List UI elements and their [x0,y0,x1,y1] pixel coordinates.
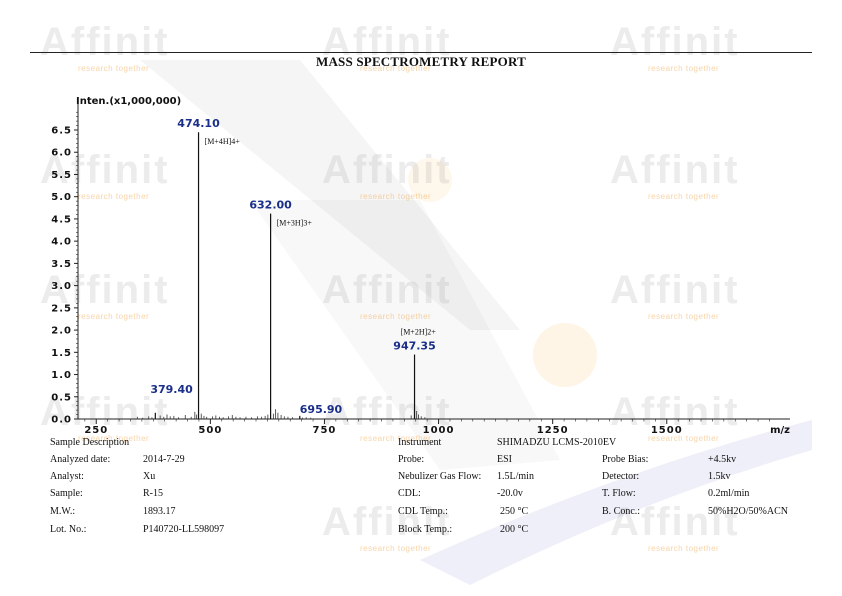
detector-value: 1.5kv [708,471,731,482]
lot-label: Lot. No.: [50,524,87,535]
x-tick-label: 1500 [651,425,683,436]
report-title: MASS SPECTROMETRY REPORT [316,54,526,69]
nebulizer-label: Nebulizer Gas Flow: [398,471,482,482]
x-axis-title: m/z [770,425,790,436]
probe-bias-value: +4.5kv [708,454,737,465]
y-tick-label: 1.0 [51,370,72,381]
probe-value: ESI [497,454,512,465]
mw-label: M.W.: [50,506,76,517]
x-tick-label: 1250 [537,425,569,436]
y-tick-label: 6.0 [51,148,72,159]
mw-value: 1893.17 [143,506,176,517]
peak-label: 695.90 [300,403,343,416]
header-rule [30,52,812,53]
t-flow-label: T. Flow: [602,488,636,499]
peak-label: 632.00 [249,199,292,212]
y-axis-title: Inten.(x1,000,000) [76,96,181,107]
y-tick-label: 2.5 [51,303,72,314]
y-tick-label: 5.5 [51,170,72,181]
x-tick-label: 500 [198,425,222,436]
detector-label: Detector: [602,471,640,482]
watermark-swoosh-gray [140,60,520,330]
block-temp-value: 200 °C [500,524,529,535]
y-tick-label: 0.0 [51,415,72,426]
y-tick-label: 5.0 [51,192,72,203]
y-tick-label: 2.0 [51,326,72,337]
x-tick-label: 1000 [423,425,455,436]
analyzed-date-value: 2014-7-29 [143,454,185,465]
y-tick-label: 4.0 [51,237,72,248]
cdl-temp-value: 250 °C [500,506,529,517]
y-tick-label: 1.5 [51,348,72,359]
instrument-value: SHIMADZU LCMS-2010EV [497,437,617,448]
y-tick-label: 3.0 [51,281,72,292]
probe-label: Probe: [398,454,425,465]
instrument-label: Instrument [398,437,442,448]
cdl-label: CDL: [398,488,421,499]
nebulizer-value: 1.5L/min [497,471,534,482]
t-flow-value: 0.2ml/min [708,488,750,499]
b-conc-value: 50%H2O/50%ACN [708,506,788,517]
sample-label: Sample: [50,488,83,499]
peak-annotation: [M+3H]3+ [277,219,313,228]
analyzed-date-label: Analyzed date: [50,454,111,465]
cdl-temp-label: CDL Temp.: [398,506,448,517]
analyst-label: Analyst: [50,471,84,482]
probe-bias-label: Probe Bias: [602,454,649,465]
block-temp-label: Block Temp.: [398,524,453,535]
peak-label: 947.35 [393,340,435,353]
sample-value: R-15 [143,488,163,499]
sample-description-label: Sample Description [50,437,130,448]
peak-annotation: [M+2H]2+ [401,328,437,337]
y-tick-label: 6.5 [51,126,72,137]
lot-value: P140720-LL598097 [143,524,225,535]
watermark-swoosh-gray-2 [250,200,560,470]
cdl-value: -20.0v [497,488,523,499]
watermark-swoosh-blue [420,420,812,585]
watermark-dot-orange [533,323,597,387]
y-tick-label: 3.5 [51,259,72,270]
watermark-dot-orange-2 [408,158,452,202]
y-tick-label: 0.5 [51,392,72,403]
peak-annotation: [M+4H]4+ [205,137,241,146]
peak-label: 379.40 [150,383,193,396]
y-tick-label: 4.5 [51,214,72,225]
b-conc-label: B. Conc.: [602,506,641,517]
x-tick-label: 750 [313,425,337,436]
peak-label: 474.10 [177,117,220,130]
x-tick-label: 250 [84,425,108,436]
analyst-value: Xu [143,471,156,482]
